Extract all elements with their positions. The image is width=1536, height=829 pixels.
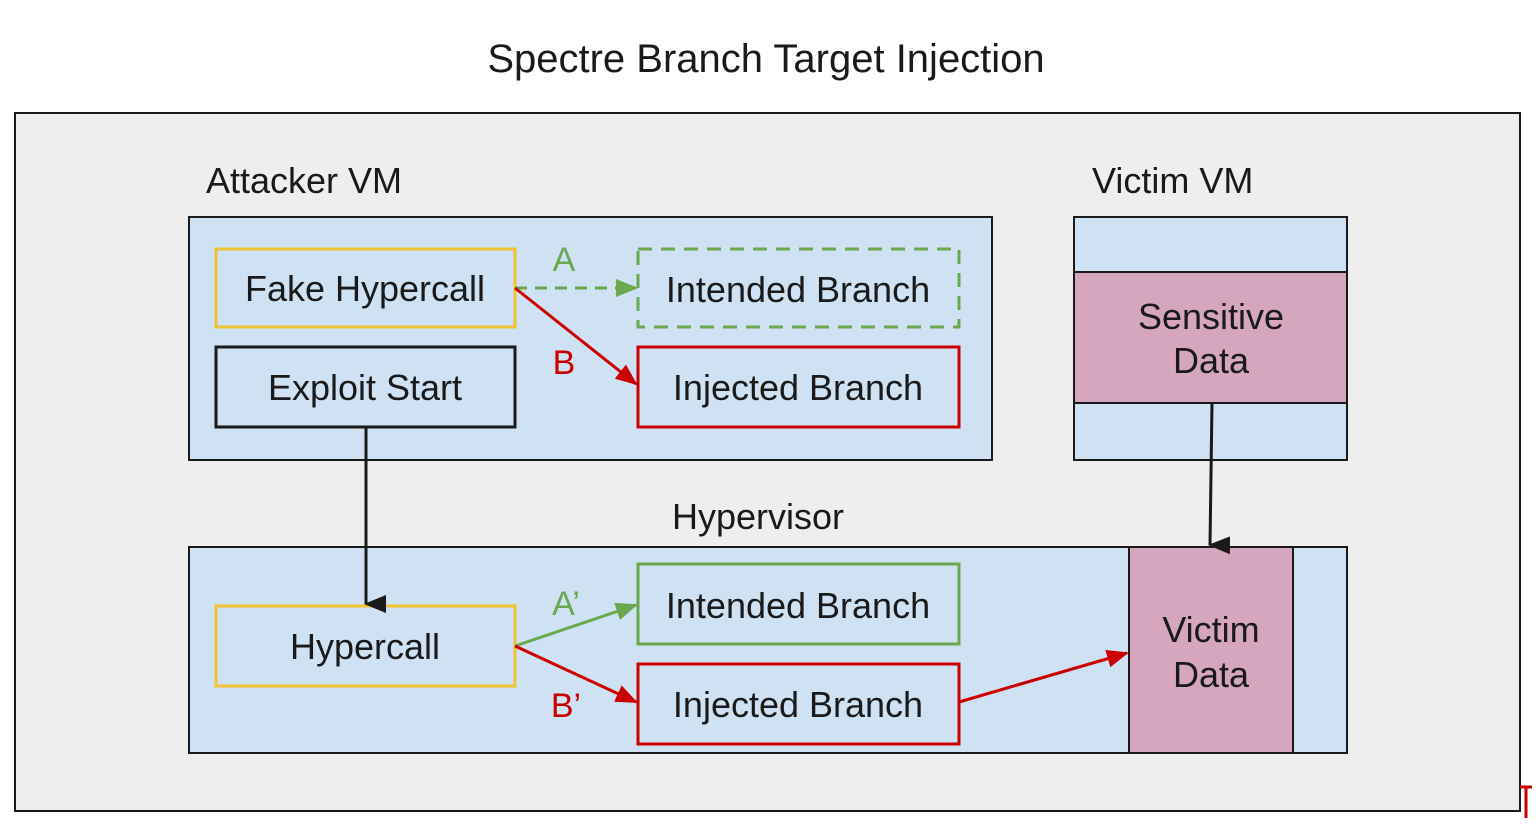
sensitive-data-box [1073,271,1348,404]
attacker-injected-branch-box [636,345,961,429]
victim-vm-label: Victim VM [1092,160,1253,201]
edge-a-prime-label: A’ [552,585,580,623]
fake-hypercall-label: Fake Hypercall [245,268,485,309]
attacker-injected-branch-label: Injected Branch [673,367,923,408]
sensitive-data-label-line1: Sensitive [1138,296,1284,337]
exploit-start-box [214,345,517,429]
edge-b-label: B [553,344,576,382]
victim-data-label-line2: Data [1173,654,1250,695]
sensitive-data-label-line2: Data [1173,340,1250,381]
hypercall-box [214,604,517,688]
hypercall-label: Hypercall [290,626,440,667]
exploit-start-label: Exploit Start [268,367,462,408]
injected-to-victim-data-arrow [958,649,1129,704]
sensitive-to-victim-data-arrow [1208,402,1231,555]
victim-data-label-line1: Victim [1162,609,1259,650]
fake-hypercall-box [214,247,517,329]
attacker-intended-branch-label: Intended Branch [666,269,930,310]
edge-b-prime-label: B’ [551,687,581,725]
edge-b-arrow [514,286,638,386]
corner-marker [1520,785,1532,818]
hypervisor-injected-branch-box [636,662,961,746]
hypervisor-label: Hypervisor [672,496,844,537]
edge-a-label: A [553,241,576,279]
attacker-intended-branch-box [636,247,961,329]
edge-a-prime-arrow [514,602,638,648]
victim-data-box [1128,546,1294,754]
attacker-vm-label: Attacker VM [206,160,402,201]
diagram-title: Spectre Branch Target Injection [487,37,1044,81]
hypervisor-intended-branch-box [636,562,961,646]
edge-b-prime-arrow [514,644,638,704]
hypervisor-injected-branch-label: Injected Branch [673,684,923,725]
hypervisor-intended-branch-label: Intended Branch [666,585,930,626]
